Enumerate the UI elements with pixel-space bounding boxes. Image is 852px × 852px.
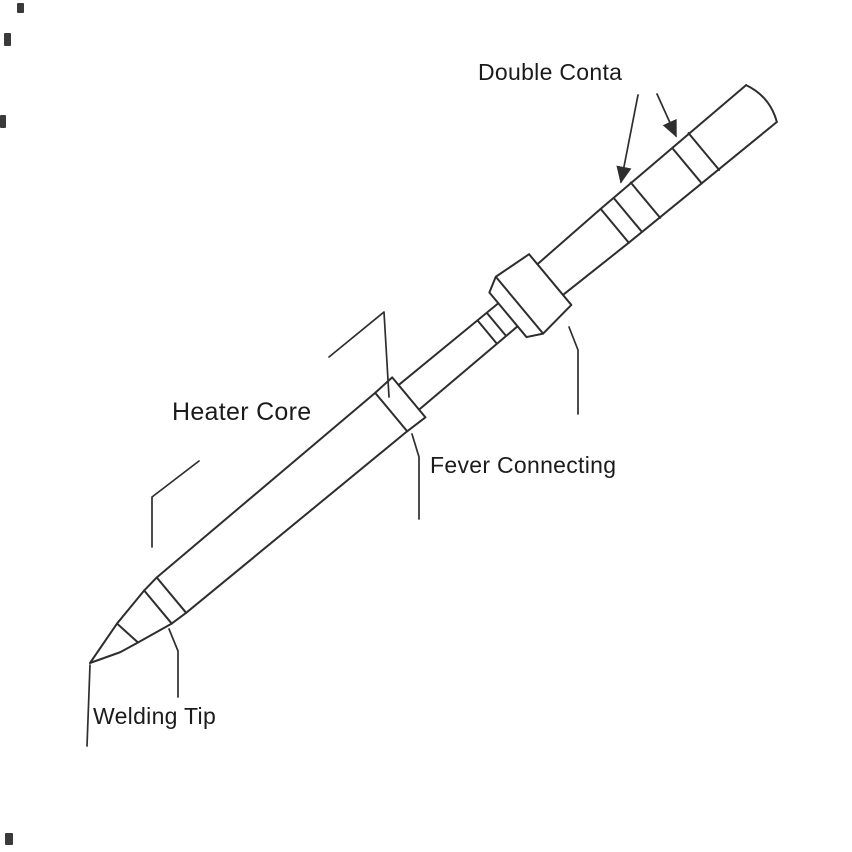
edge-artifact-mark: [5, 833, 13, 845]
edge-artifacts: [0, 3, 24, 845]
connector-shaft: [536, 207, 630, 296]
fever-connecting-bracket-right: [568, 326, 579, 415]
connector-body: [599, 84, 778, 244]
connector-end-cap: [745, 84, 778, 123]
heater-core-bracket-right: [328, 311, 390, 398]
connecting-ring: [374, 376, 427, 433]
contact-band-2: [671, 132, 721, 185]
neck-shaft: [397, 302, 519, 411]
welding-tip-leader-left: [86, 664, 91, 747]
heater-core-label: Heater Core: [172, 398, 312, 426]
callout-lines: [86, 93, 677, 747]
double-contact-arrow-2: [656, 93, 677, 138]
soldering-iron-drawing: [86, 84, 778, 747]
double-contact-arrow-1: [616, 94, 639, 184]
fever-connecting-bracket-left: [411, 433, 420, 520]
welding-tip-label: Welding Tip: [93, 703, 217, 729]
edge-artifact-mark: [0, 115, 6, 128]
iron-body-group: [89, 84, 778, 664]
heater-core-bracket-left: [151, 460, 200, 548]
fever-connecting-label: Fever Connecting: [430, 452, 617, 478]
double-contact-label: Double Conta: [478, 59, 623, 85]
heater-core-body: [155, 391, 409, 614]
welding-tip-leader-right: [168, 628, 179, 698]
welding-tip-outline: [89, 589, 173, 664]
edge-artifact-mark: [17, 3, 24, 13]
contact-band-1: [612, 181, 662, 233]
edge-artifact-mark: [4, 33, 11, 46]
collar-nut: [488, 253, 573, 339]
tip-ring: [143, 576, 188, 625]
